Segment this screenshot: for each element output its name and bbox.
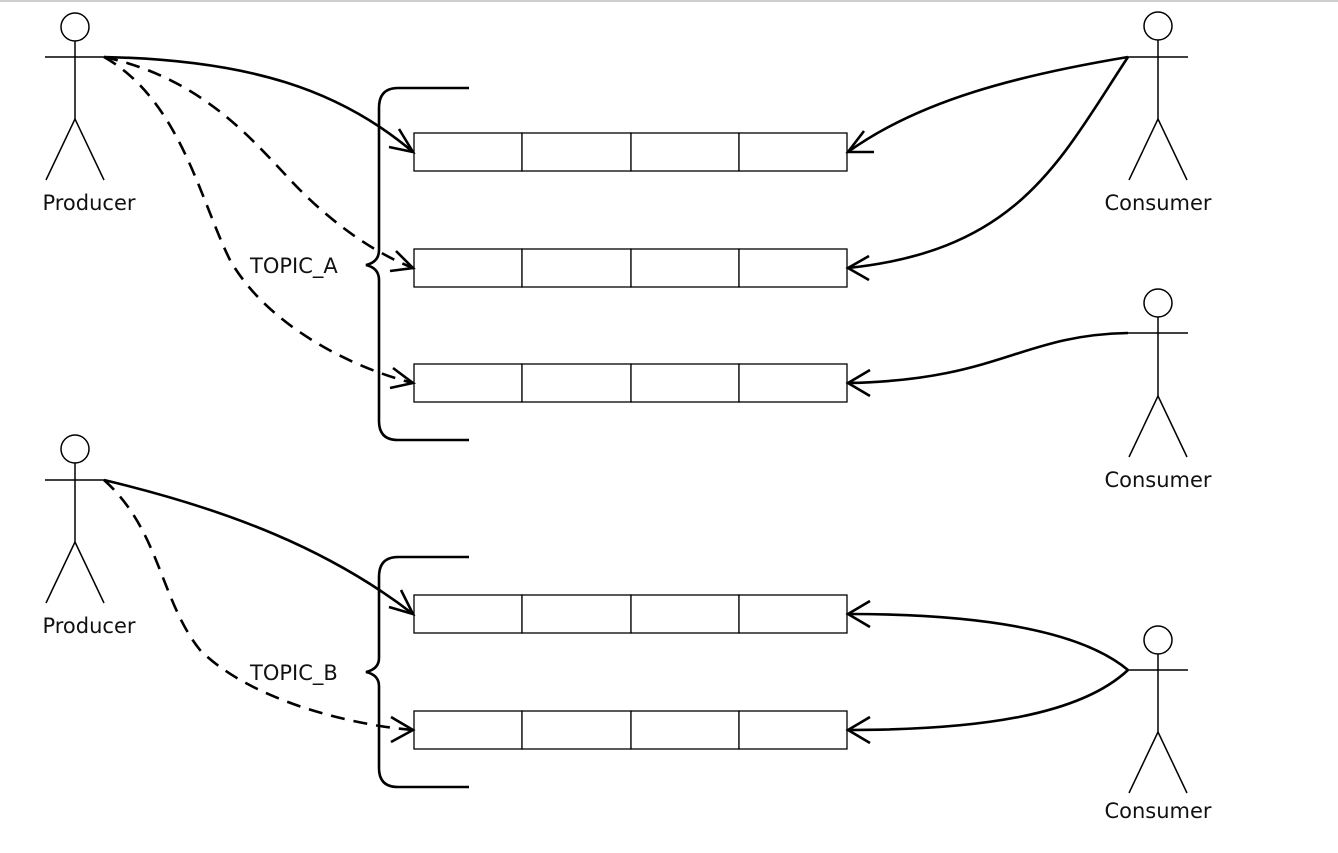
consumer-3-actor xyxy=(1128,625,1188,794)
producer-b-to-b1-arrowhead xyxy=(388,589,416,617)
consumer-3-to-b2-arrowhead xyxy=(845,715,871,745)
topic-a-partition-3 xyxy=(413,363,848,403)
producer-a-to-a2-arrow xyxy=(103,55,414,270)
consumer-3-label: Consumer xyxy=(1104,799,1211,823)
producer-b-label: Producer xyxy=(42,614,135,638)
consumer-1-label: Consumer xyxy=(1104,191,1211,215)
consumer-1-to-a1-arrowhead xyxy=(845,130,874,154)
producer-a-to-a3-arrow xyxy=(103,55,414,385)
consumer-2-label: Consumer xyxy=(1104,468,1211,492)
consumer-2-to-a3-arrow xyxy=(847,331,1129,385)
topic-b-label: TOPIC_B xyxy=(249,661,338,686)
consumer-3-to-b2-arrow xyxy=(847,669,1129,732)
topic-b-partition-2 xyxy=(413,710,848,750)
consumer-3-to-b1-arrowhead xyxy=(845,599,871,629)
producer-b-to-b1-arrow xyxy=(103,478,414,616)
topic-a-partition-2 xyxy=(413,248,848,288)
producer-a-to-a1-arrow xyxy=(103,55,414,153)
producer-a-to-a1-arrowhead xyxy=(388,128,416,154)
consumer-1-to-a2-arrow xyxy=(847,56,1130,270)
consumer-2-actor xyxy=(1128,288,1188,458)
producer-a-to-a3-arrowhead xyxy=(389,366,417,390)
producer-b-to-b2-arrowhead xyxy=(390,715,416,744)
consumer-2-to-a3-arrowhead xyxy=(845,368,871,398)
topic-a-partition-1 xyxy=(413,132,848,172)
topic-a-label: TOPIC_A xyxy=(249,254,338,279)
topic-b-partition-1 xyxy=(413,594,848,634)
producer-b-actor xyxy=(45,434,105,604)
consumer-3-to-b1-arrow xyxy=(847,612,1129,671)
producer-b-to-b2-arrow xyxy=(103,479,414,732)
consumer-1-to-a1-arrow xyxy=(847,55,1129,154)
producer-a-actor xyxy=(45,12,105,181)
consumer-1-actor xyxy=(1128,11,1188,181)
consumer-1-to-a2-arrowhead xyxy=(845,254,870,282)
topic-b-brace xyxy=(365,555,469,789)
producer-a-to-a2-arrowhead xyxy=(389,250,416,273)
producer-a-label: Producer xyxy=(42,191,135,215)
topic-a-brace xyxy=(365,86,469,442)
